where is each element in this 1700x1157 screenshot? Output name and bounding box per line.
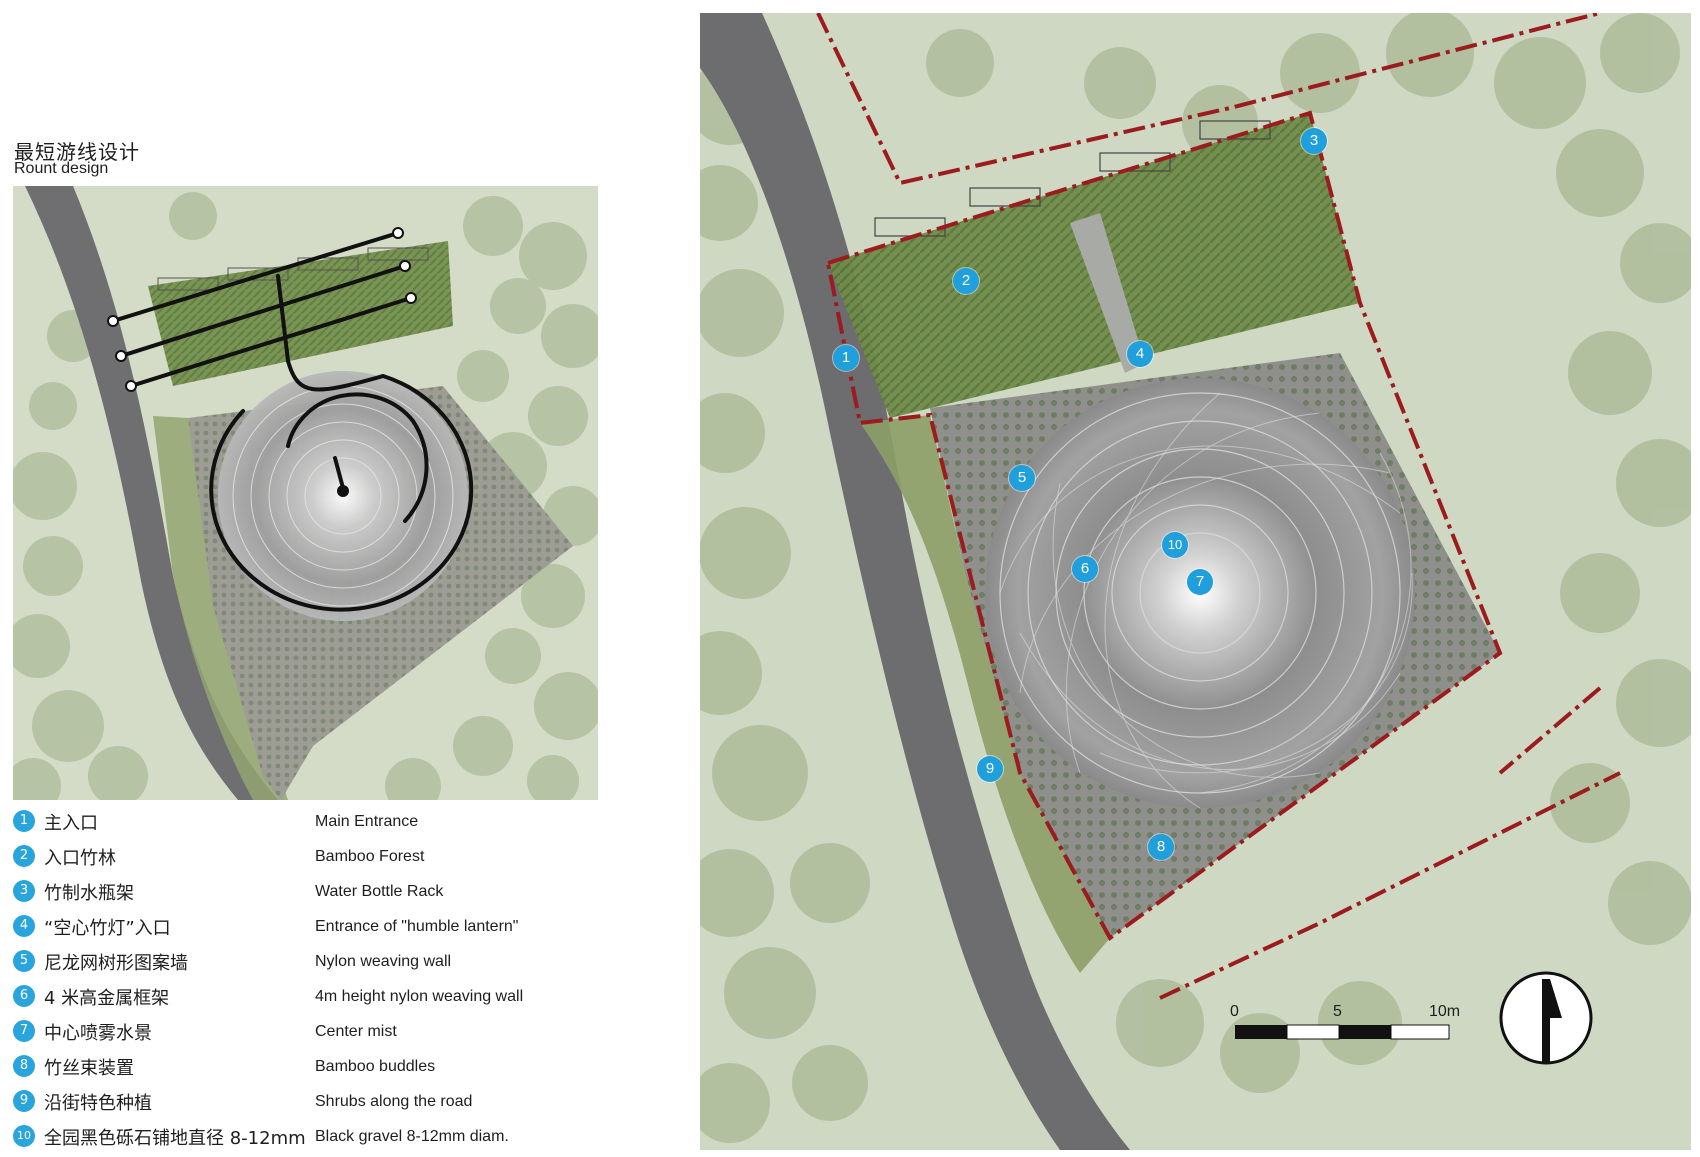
page-title-en: Rount design bbox=[14, 160, 109, 177]
scale-bar bbox=[1235, 1024, 1450, 1040]
legend-number-badge: 2 bbox=[13, 845, 35, 867]
map-marker-7: 7 bbox=[1187, 569, 1213, 595]
legend-label-en: Bamboo buddles bbox=[315, 1058, 436, 1075]
map-marker-5: 5 bbox=[1009, 465, 1035, 491]
legend-item: 3 竹制水瓶架 Water Bottle Rack bbox=[13, 875, 613, 907]
site-boundary bbox=[816, 13, 1621, 1000]
legend-label-cn: 入口竹林 bbox=[44, 848, 116, 869]
map-marker-2: 2 bbox=[953, 268, 979, 294]
street-shrub-strip bbox=[860, 415, 1110, 973]
legend-label-cn: 4 米高金属框架 bbox=[44, 988, 170, 1009]
road bbox=[25, 186, 278, 800]
legend-number-badge: 7 bbox=[13, 1020, 35, 1042]
map-marker-3: 3 bbox=[1301, 128, 1327, 154]
legend-number-badge: 9 bbox=[13, 1090, 35, 1112]
legend-number-badge: 5 bbox=[13, 950, 35, 972]
legend-item: 4 “空心竹灯”入口 Entrance of "humble lantern" bbox=[13, 910, 613, 942]
legend-label-cn: 全园黑色砾石铺地直径 8-12mm bbox=[44, 1128, 306, 1149]
bottle-racks bbox=[157, 247, 429, 291]
legend-item: 7 中心喷雾水景 Center mist bbox=[13, 1015, 613, 1047]
map-marker-1: 1 bbox=[833, 345, 859, 371]
route-center-point bbox=[337, 485, 349, 497]
legend-label-en: Water Bottle Rack bbox=[315, 883, 444, 900]
map-marker-9: 9 bbox=[977, 756, 1003, 782]
legend-label-cn: 竹制水瓶架 bbox=[44, 883, 134, 904]
legend-number-badge: 4 bbox=[13, 915, 35, 937]
legend-label-cn: 竹丝束装置 bbox=[44, 1058, 134, 1079]
legend-label-en: Center mist bbox=[315, 1023, 397, 1040]
route-design-plan bbox=[13, 186, 598, 800]
bamboo-forest bbox=[148, 241, 453, 386]
legend-number-badge: 1 bbox=[13, 810, 35, 832]
map-marker-10: 10 bbox=[1162, 532, 1188, 558]
legend-item: 2 入口竹林 Bamboo Forest bbox=[13, 840, 613, 872]
north-arrow-icon bbox=[1499, 971, 1593, 1065]
legend-label-cn: 主入口 bbox=[44, 813, 98, 834]
legend-item: 8 竹丝束装置 Bamboo buddles bbox=[13, 1050, 613, 1082]
map-marker-4: 4 bbox=[1127, 341, 1153, 367]
legend-label-cn: “空心竹灯”入口 bbox=[44, 918, 171, 939]
legend-number-badge: 6 bbox=[13, 985, 35, 1007]
legend-label-en: Main Entrance bbox=[315, 813, 419, 830]
legend-label-en: Nylon weaving wall bbox=[315, 953, 452, 970]
central-path bbox=[1070, 213, 1145, 373]
legend-label-en: Entrance of "humble lantern" bbox=[315, 918, 519, 935]
scale-label-10m: 10m bbox=[1429, 1003, 1461, 1020]
scale-label-0: 0 bbox=[1230, 1003, 1239, 1020]
map-marker-6: 6 bbox=[1072, 556, 1098, 582]
legend-label-en: Bamboo Forest bbox=[315, 848, 425, 865]
legend-label-en: Shrubs along the road bbox=[315, 1093, 473, 1110]
route-endpoints bbox=[107, 227, 417, 392]
shortest-route bbox=[111, 231, 474, 612]
legend-number-badge: 3 bbox=[13, 880, 35, 902]
legend-label-cn: 沿街特色种植 bbox=[44, 1093, 152, 1114]
page-title-cn: 最短游线设计 bbox=[14, 140, 140, 164]
legend-item: 10 全园黑色砾石铺地直径 8-12mm Black gravel 8-12mm… bbox=[13, 1120, 613, 1152]
road bbox=[700, 13, 1130, 1150]
legend-item: 5 尼龙网树形图案墙 Nylon weaving wall bbox=[13, 945, 613, 977]
legend-number-badge: 8 bbox=[13, 1055, 35, 1077]
legend-item: 9 沿街特色种植 Shrubs along the road bbox=[13, 1085, 613, 1117]
legend-label-en: Black gravel 8-12mm diam. bbox=[315, 1128, 509, 1145]
legend-label-en: 4m height nylon weaving wall bbox=[315, 988, 524, 1005]
scale-label-5: 5 bbox=[1333, 1003, 1342, 1020]
legend-item: 1 主入口 Main Entrance bbox=[13, 805, 613, 837]
legend-item: 6 4 米高金属框架 4m height nylon weaving wall bbox=[13, 980, 613, 1012]
legend-label-cn: 中心喷雾水景 bbox=[44, 1023, 152, 1044]
legend-label-cn: 尼龙网树形图案墙 bbox=[44, 953, 188, 974]
legend-number-badge: 10 bbox=[13, 1125, 35, 1147]
map-marker-8: 8 bbox=[1148, 834, 1174, 860]
